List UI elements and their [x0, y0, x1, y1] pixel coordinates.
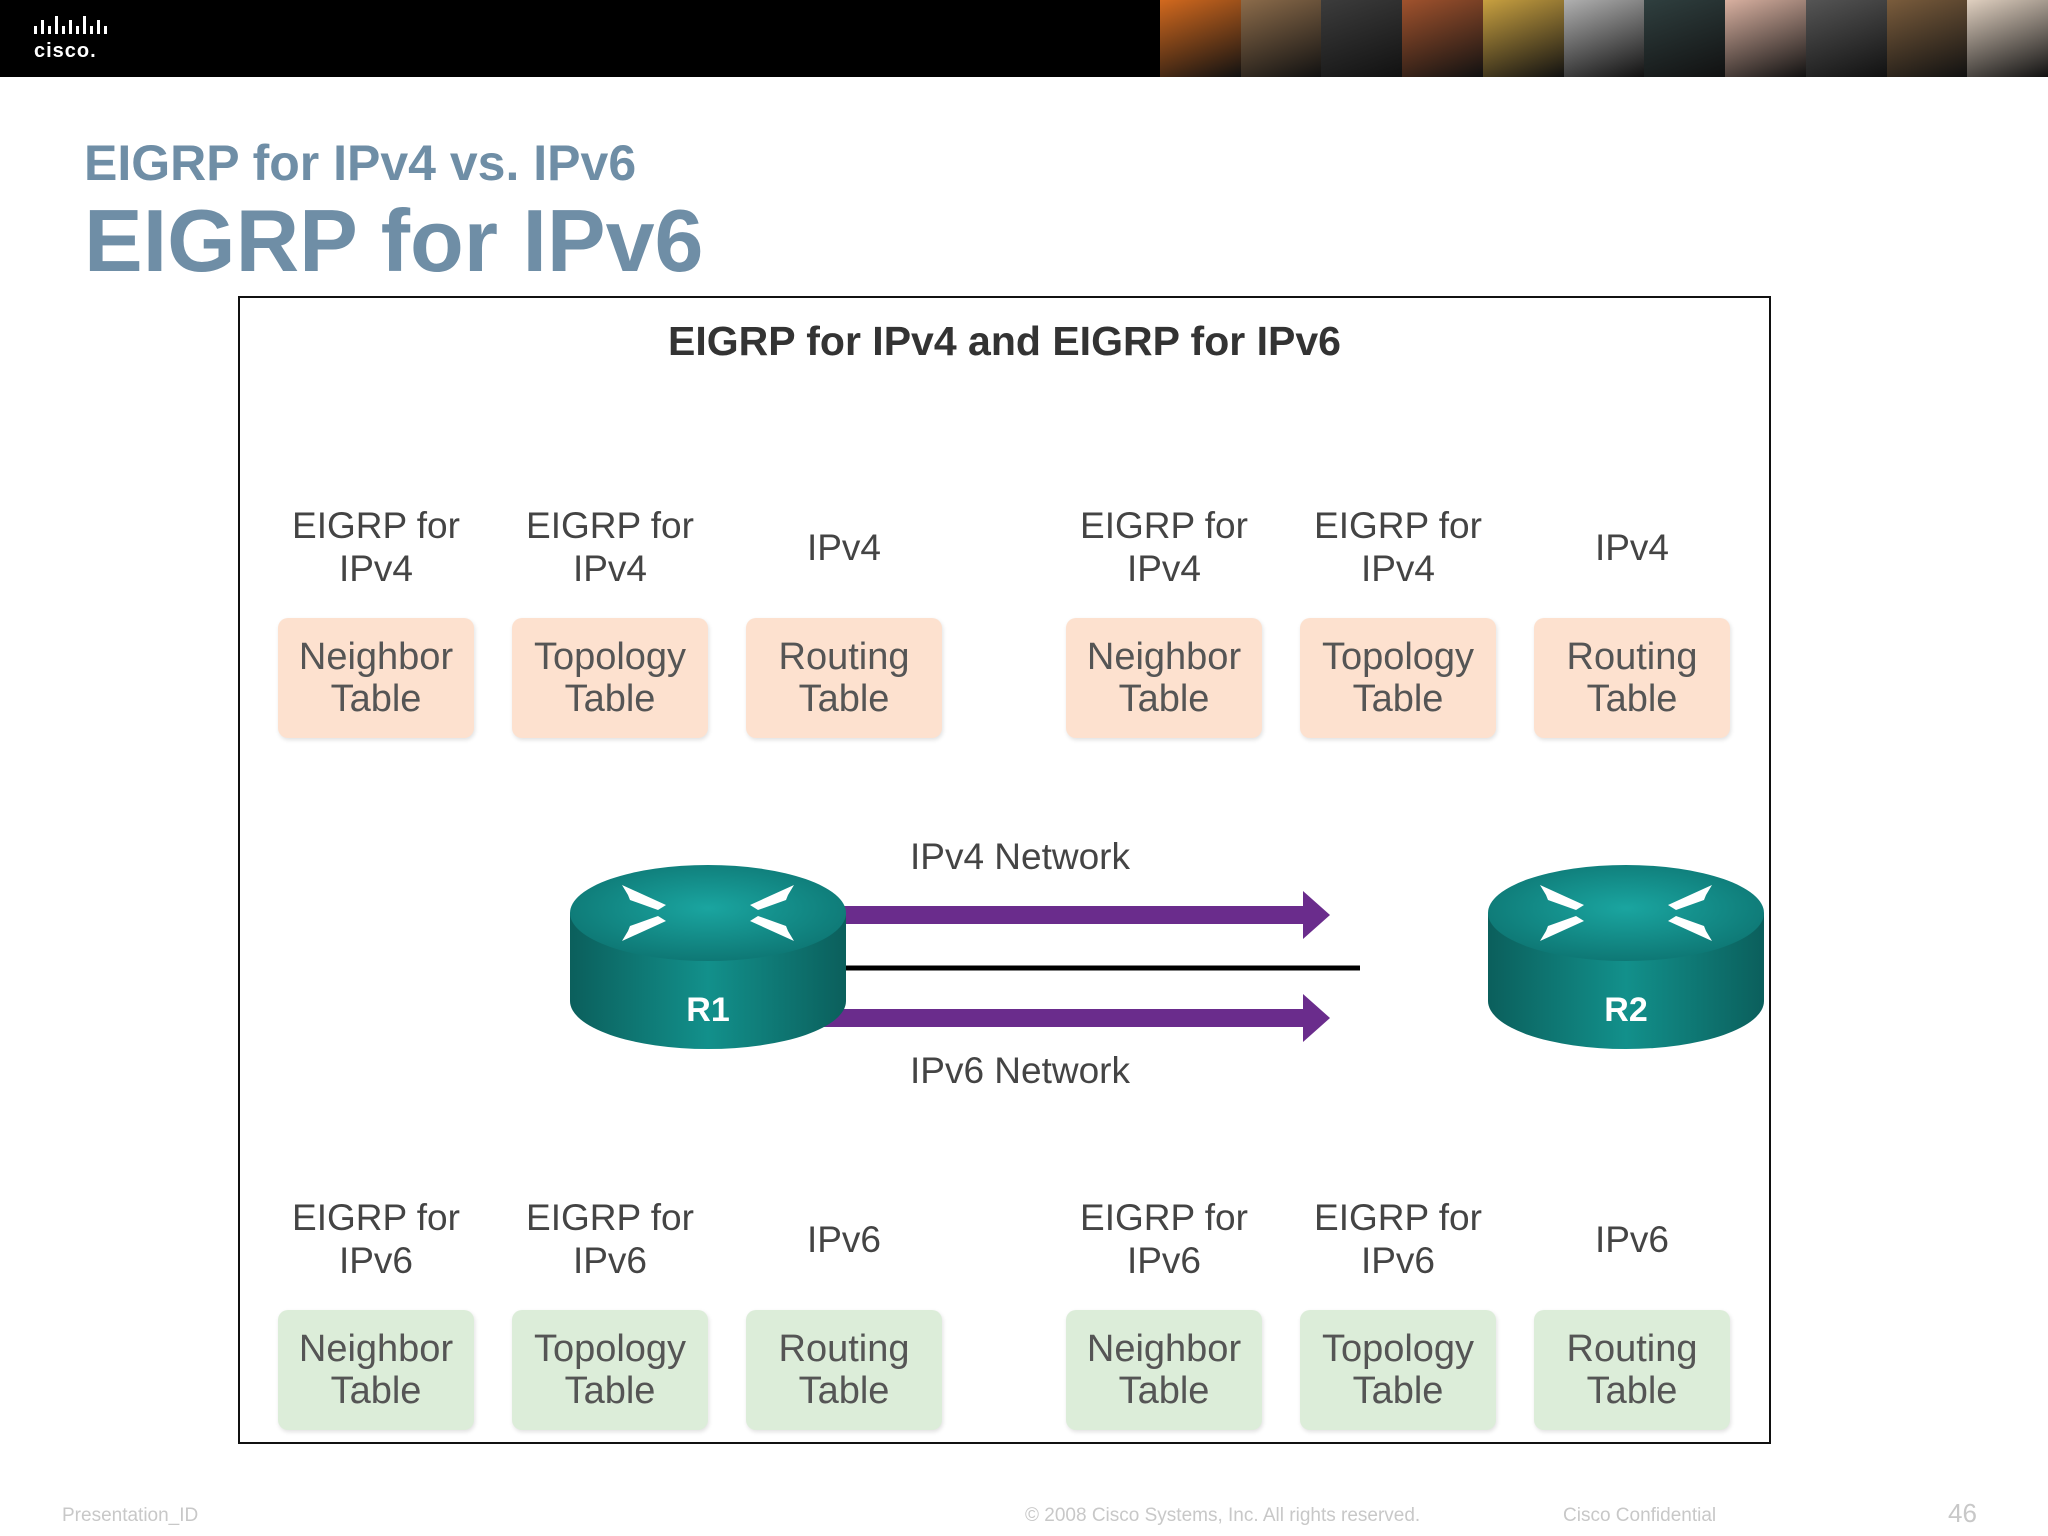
router-r2-icon	[1488, 865, 1764, 1049]
ipv4-topology-table-r1: Topology Table	[512, 618, 708, 738]
figure-title: EIGRP for IPv4 and EIGRP for IPv6	[668, 318, 1341, 364]
header-photo-tile	[1967, 0, 2048, 77]
ipv6-label-6: IPv6	[1594, 1219, 1670, 1260]
router-r1-label: R1	[686, 991, 729, 1029]
ipv4-label-2: EIGRP for IPv4	[526, 505, 694, 589]
ipv4-label-6: IPv4	[1594, 527, 1670, 568]
ipv6-routing-table-r1: Routing Table	[746, 1310, 942, 1430]
router-r2-label: R2	[1604, 991, 1647, 1029]
ipv4-routing-table-r2: Routing Table	[1534, 618, 1730, 738]
footer-page-number: 46	[1948, 1498, 1977, 1528]
header-photo-tile	[1644, 0, 1726, 77]
footer-confidential: Cisco Confidential	[1563, 1505, 1717, 1526]
header-photo-tile	[1321, 0, 1403, 77]
ipv4-topology-table-r2: Topology Table	[1300, 618, 1496, 738]
header-bar: cisco.	[0, 0, 2048, 77]
router-r1-icon	[570, 865, 846, 1049]
header-photo-tile	[1402, 0, 1483, 77]
ipv6-label-5: EIGRP for IPv6	[1314, 1197, 1482, 1281]
ipv6-label-3: IPv6	[806, 1219, 882, 1260]
ipv4-label-5: EIGRP for IPv4	[1314, 505, 1482, 589]
header-photo-tile	[1240, 0, 1322, 77]
header-photo-tile	[1160, 0, 1241, 77]
header-photo-tile	[1563, 0, 1645, 77]
ipv6-topology-table-r2: Topology Table	[1300, 1310, 1496, 1430]
ipv4-label-3: IPv4	[806, 527, 882, 568]
footer-presentation-id: Presentation_ID	[62, 1505, 199, 1526]
network-diagram: R1 R2	[570, 865, 1764, 1049]
header-photo-tile	[1725, 0, 1806, 77]
ipv6-label-1: EIGRP for IPv6	[292, 1197, 460, 1281]
cisco-logo: cisco.	[32, 14, 122, 64]
footer-copyright: © 2008 Cisco Systems, Inc. All rights re…	[1025, 1505, 1421, 1526]
ipv6-routing-table-r2: Routing Table	[1534, 1310, 1730, 1430]
header-photo-tile	[1805, 0, 1887, 77]
header-photo-tile	[1482, 0, 1564, 77]
ipv4-neighbor-table-r2: Neighbor Table	[1066, 618, 1262, 738]
slide-subtitle: EIGRP for IPv4 vs. IPv6	[84, 135, 637, 191]
ipv4-label-4: EIGRP for IPv4	[1080, 505, 1248, 589]
header-photo-tile	[1886, 0, 1968, 77]
slide-title: EIGRP for IPv6	[84, 191, 704, 290]
eigrp-figure: R1 R2 EIGRP for IPv4 and EIGRP for IPv6 …	[238, 296, 1771, 1444]
ipv4-network-arrow	[750, 891, 1330, 939]
ipv6-neighbor-table-r1: Neighbor Table	[278, 1310, 474, 1430]
ipv6-network-arrow	[750, 994, 1330, 1042]
ipv6-label-2: EIGRP for IPv6	[526, 1197, 694, 1281]
ipv4-network-label: IPv4 Network	[909, 836, 1130, 877]
ipv6-neighbor-table-r2: Neighbor Table	[1066, 1310, 1262, 1430]
header-photo-strip	[1160, 0, 2048, 77]
ipv4-neighbor-table-r1: Neighbor Table	[278, 618, 474, 738]
ipv6-label-4: EIGRP for IPv6	[1080, 1197, 1248, 1281]
ipv6-network-label: IPv6 Network	[909, 1050, 1130, 1091]
ipv4-label-1: EIGRP for IPv4	[292, 505, 460, 589]
cisco-logo-text: cisco.	[34, 40, 97, 62]
ipv4-routing-table-r1: Routing Table	[746, 618, 942, 738]
cisco-bridge-icon	[34, 16, 107, 34]
ipv6-topology-table-r1: Topology Table	[512, 1310, 708, 1430]
